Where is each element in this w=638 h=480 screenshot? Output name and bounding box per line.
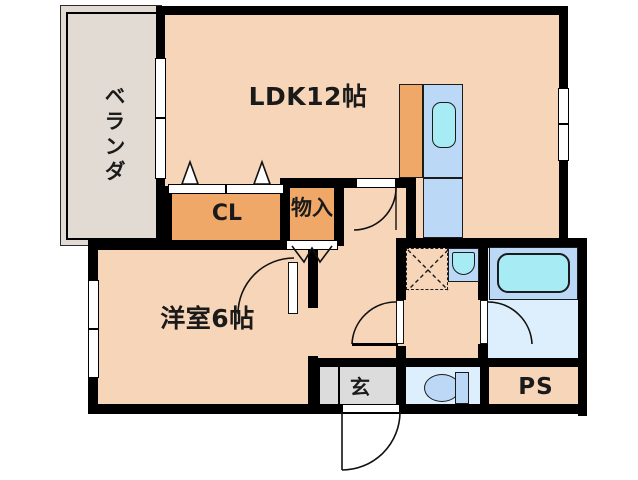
ldk-door-swing-arc [353, 187, 397, 231]
ldk-label: LDK12帖 [248, 82, 368, 111]
wall-ldk-south-right [394, 178, 416, 188]
toilet-bowl-icon [424, 374, 460, 402]
veranda-rail-bottom [66, 238, 160, 240]
ldk-window-mullion [558, 123, 569, 125]
bathroom-door-leaf[interactable] [480, 300, 488, 344]
veranda-label: ベランダ [102, 85, 126, 185]
wall-bedroom-left-bottom [88, 378, 98, 414]
genkan-step-line [338, 366, 340, 406]
wall-right-bath [578, 242, 587, 416]
entrance-door-opening[interactable] [342, 404, 400, 413]
closet-door-fold-marks [180, 159, 272, 185]
pipe-space-label: PS [518, 374, 554, 400]
washing-machine-space-icon [406, 248, 449, 291]
wall-genkan-top [310, 358, 400, 367]
wall-right-lower [559, 160, 568, 250]
closet-door-split [225, 184, 227, 194]
wall-toilet-ps [480, 358, 489, 414]
ldk-door-opening[interactable] [356, 178, 396, 188]
veranda-rail-left [66, 12, 68, 240]
kitchen-stove-icon [399, 84, 423, 178]
wall-top [156, 6, 568, 15]
wall-ldk-left-top [156, 6, 165, 58]
bedroom-label: 洋室6帖 [160, 304, 255, 333]
wall-bedroom-left-top [88, 240, 98, 280]
wall-storage-top [280, 178, 344, 188]
wall-kitchen-right [406, 178, 416, 246]
closet-label: CL [211, 201, 243, 226]
bedroom-door-swing-arc [237, 257, 295, 315]
veranda-rail-top [66, 12, 160, 14]
wall-corridor-washroom-lower [396, 346, 406, 406]
washroom-door-leaf[interactable] [396, 300, 404, 344]
wall-washroom-bath-lower [478, 344, 488, 366]
wall-ldk-south-left [344, 178, 360, 188]
bathtub-icon [497, 253, 570, 293]
wall-veranda-bottom [88, 240, 165, 250]
wash-basin-bowl-icon [452, 252, 475, 275]
washroom-door-threshold [352, 343, 398, 346]
storage-floor [288, 186, 336, 242]
wall-closet-left [162, 186, 172, 246]
wall-bottom-right [402, 404, 587, 414]
wall-ldk-left-bottom [156, 178, 165, 246]
wall-toilet-top [396, 358, 587, 367]
bedroom-floor [96, 246, 318, 406]
kitchen-sink-icon [432, 102, 456, 148]
wall-closet-right [280, 178, 290, 246]
balcony-window-mullion [155, 117, 166, 119]
washing-machine-cross [407, 249, 449, 291]
wall-washroom-bath [478, 246, 488, 300]
storage-door-fold-marks [291, 245, 333, 264]
bathroom-door-swing-arc [487, 301, 533, 345]
wall-bedroom-right [308, 250, 318, 308]
wall-right-upper [559, 6, 568, 88]
genkan-label: 玄 [350, 375, 370, 399]
kitchen-counter-lower-icon [423, 178, 463, 238]
bedroom-window-mullion [88, 328, 99, 330]
entrance-door-swing-arc [341, 411, 401, 471]
wall-wet-top [396, 238, 587, 248]
wall-bottom [88, 404, 418, 414]
wall-corridor-washroom [396, 246, 406, 300]
closet-floor [172, 192, 282, 240]
washroom-door-swing-arc [351, 301, 397, 345]
wall-ldk-bedroom-divider [162, 240, 322, 250]
veranda-area [60, 5, 162, 246]
storage-label: 物入 [291, 196, 333, 220]
toilet-tank-icon [455, 372, 469, 404]
corridor-floor [318, 246, 408, 366]
bedroom-door-leaf[interactable] [288, 262, 298, 314]
wall-genkan-left [310, 358, 320, 414]
wall-storage-right [334, 178, 344, 246]
